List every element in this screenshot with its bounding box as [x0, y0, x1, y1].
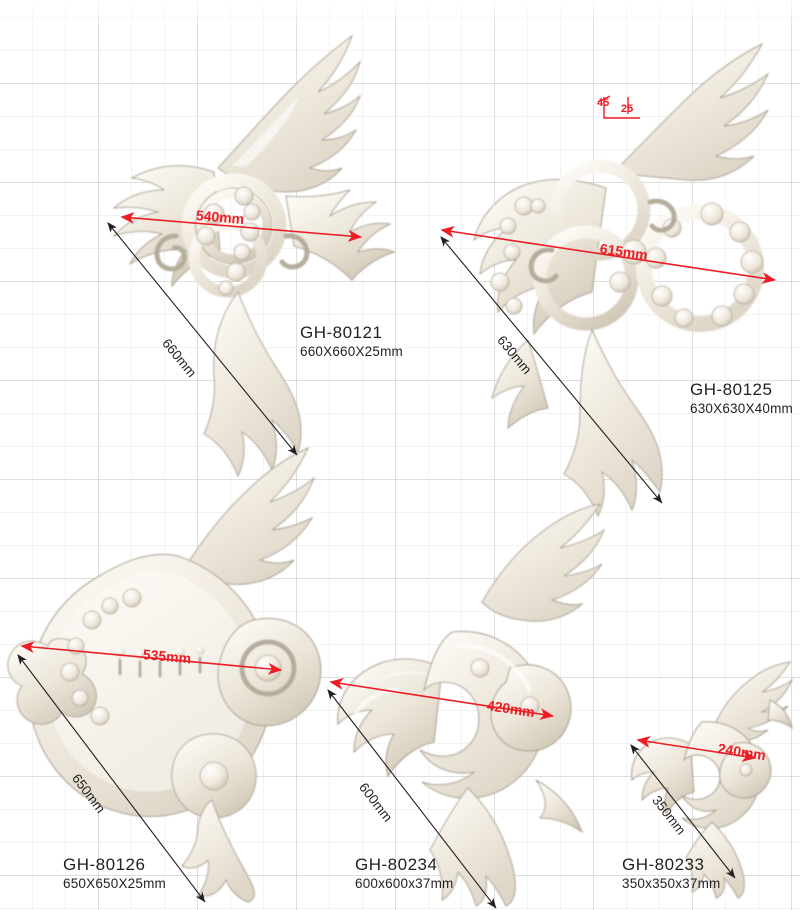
product-code: GH-80121: [300, 323, 383, 342]
product-code: GH-80126: [63, 855, 146, 874]
dimension-630mm-gh-80125: [440, 236, 663, 504]
detail-label-25: 25: [621, 103, 634, 115]
product-label-gh-80126: GH-80126 650X650X25mm: [63, 855, 166, 892]
product-dimensions: 600x600x37mm: [355, 876, 454, 891]
product-label-gh-80125: GH-80125 630X630X40mm: [690, 380, 793, 417]
product-label-gh-80234: GH-80234 600x600x37mm: [355, 855, 453, 892]
product-code: GH-80234: [355, 855, 438, 874]
dimension-650mm-gh-80126: [17, 654, 206, 903]
dimension-350mm-gh-80233: [630, 744, 736, 879]
product-dimensions: 350x350x37mm: [622, 876, 721, 891]
product-dimensions: 630X630X40mm: [690, 401, 793, 416]
product-label-gh-80121: GH-80121 660X660X25mm: [300, 323, 403, 360]
product-dimensions: 660X660X25mm: [300, 344, 403, 359]
product-label-gh-80233: GH-80233 350x350x37mm: [622, 855, 720, 892]
product-code: GH-80125: [690, 380, 773, 399]
detail-label-45: 45: [597, 97, 610, 109]
detail-callout-45-25-gh-80125: [597, 95, 640, 119]
product-dimensions: 650X650X25mm: [63, 876, 166, 891]
dimension-660mm-gh-80121: [107, 222, 298, 456]
product-code: GH-80233: [622, 855, 705, 874]
dimension-600mm-gh-80234: [327, 689, 497, 909]
